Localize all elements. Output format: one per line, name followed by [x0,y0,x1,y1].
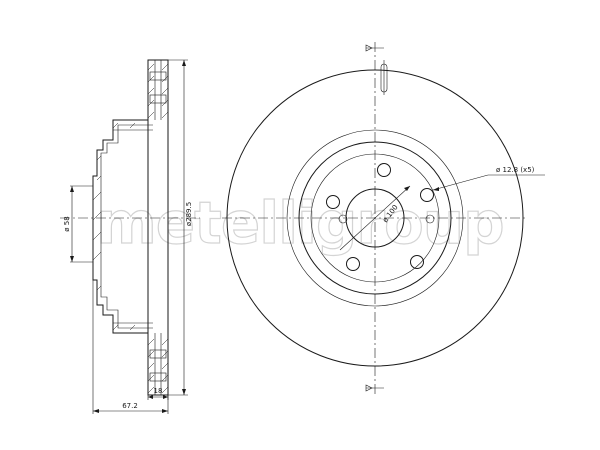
section-hatching [92,63,169,394]
hub-bore-label: ø 58 [63,216,71,231]
bolt-hole [410,255,424,269]
bolt-hole [346,257,360,271]
bolt-hole [326,195,340,209]
section-slot [380,63,388,93]
stud-hole [338,214,348,224]
dim-flange-thickness: 18 [147,387,169,400]
dim-hub-bore: ø 58 [63,185,93,263]
watermark: metelligroup [96,189,503,257]
hub-profile-outline [92,60,149,395]
vent-slot [149,94,167,104]
stud-hole [425,214,435,224]
dim-bolt-holes: ø 12.8 (x5) [432,166,545,191]
dim-overall-width: 67.2 [92,280,169,414]
vent-slot [149,372,167,382]
flange-thickness-label: 18 [154,387,163,395]
bolt-hole [420,188,434,202]
vent-slot [149,71,167,81]
dim-disc-diameter: ø289.5 [168,59,193,396]
hub-profile-inner [100,124,153,329]
bolt-holes-label: ø 12.8 (x5) [496,166,535,174]
friction-ring-outline [147,59,169,396]
overall-width-label: 67.2 [122,402,138,410]
bolt-hole [377,163,391,177]
vent-slot [149,349,167,359]
side-section-view: ø 58 ø289.5 18 67.2 [60,59,200,414]
disc-diameter-label: ø289.5 [185,202,193,226]
front-view: ø 100 ø 12.8 (x5) [222,42,545,395]
section-arrow-head-top [365,44,373,52]
section-arrow-head-bottom [365,384,373,392]
